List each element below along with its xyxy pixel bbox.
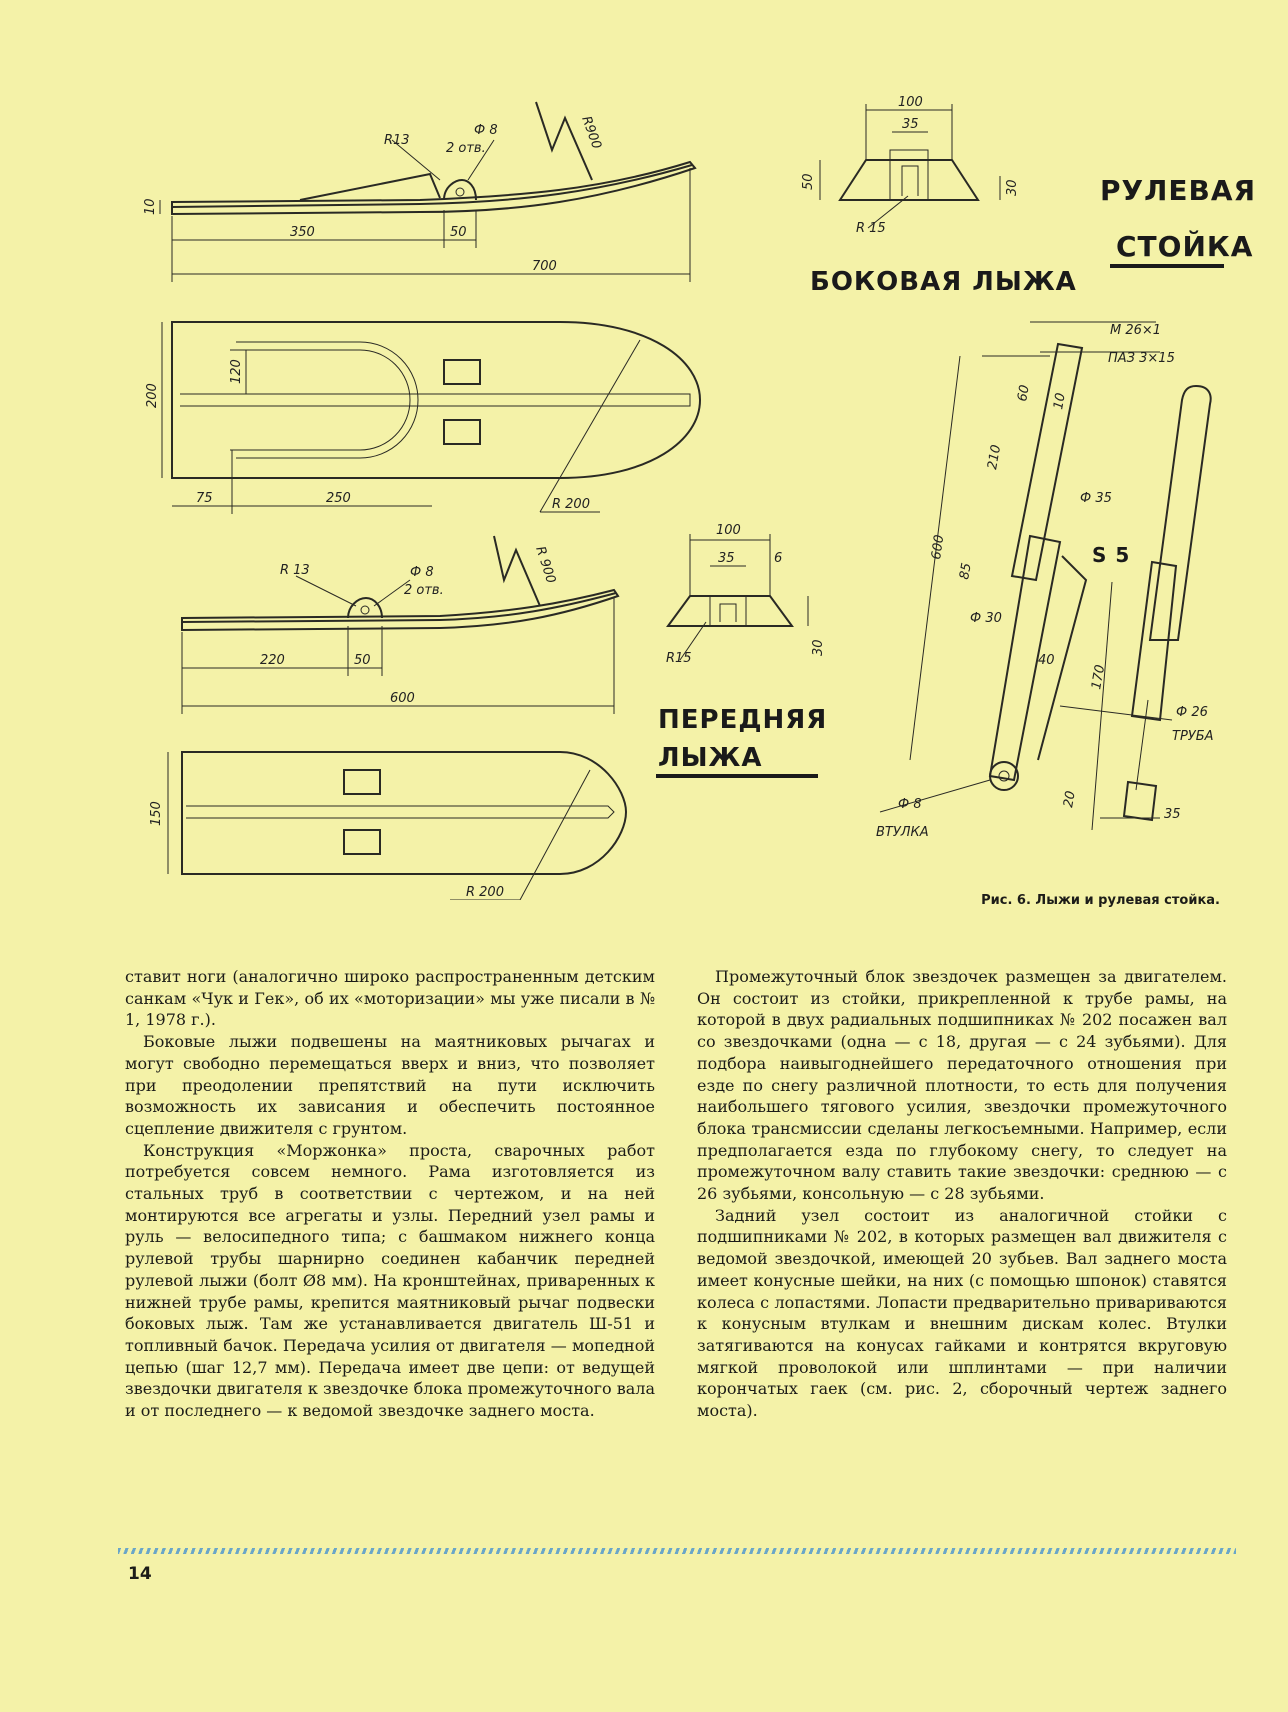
svg-text:100: 100	[898, 95, 923, 110]
front-ski-section-labels: 100 35 6 30 R15	[666, 523, 826, 666]
front-ski-plan-labels: 150 R 200	[149, 801, 504, 900]
svg-text:85: 85	[957, 562, 975, 581]
steering-post-drawing	[879, 321, 1212, 831]
svg-text:R900: R900	[578, 114, 604, 151]
svg-text:210: 210	[985, 444, 1004, 471]
side-ski-profile	[159, 101, 697, 282]
svg-text:35: 35	[1164, 807, 1181, 822]
steering-post-labels: М 26×1 ПАЗ 3×15 60 10 210 Ф 35 600 85 S …	[876, 323, 1214, 840]
svg-text:R 900: R 900	[532, 545, 558, 586]
svg-text:2 отв.: 2 отв.	[404, 583, 444, 598]
paragraph: Промежуточный блок звездочек размещен за…	[697, 967, 1227, 1204]
svg-text:50: 50	[801, 173, 816, 190]
svg-text:120: 120	[229, 359, 244, 384]
front-ski-profile	[181, 535, 620, 714]
front-ski-title-line2: ЛЫЖА	[658, 743, 762, 773]
front-ski-section	[666, 534, 809, 661]
front-ski-profile-labels: R 13 Ф 8 2 отв. R 900 220 50 600	[260, 545, 558, 706]
steering-post-title-line2: СТОЙКА	[1116, 229, 1253, 263]
svg-text:Ф 8: Ф 8	[410, 565, 434, 580]
svg-text:ВТУЛКА: ВТУЛКА	[876, 825, 929, 840]
svg-text:ПАЗ 3×15: ПАЗ 3×15	[1108, 351, 1175, 366]
svg-text:Ф 8: Ф 8	[898, 797, 922, 812]
svg-text:20: 20	[1061, 790, 1079, 809]
svg-text:R13: R13	[384, 133, 410, 148]
text-column-right: Промежуточный блок звездочек размещен за…	[697, 966, 1227, 1422]
svg-text:600: 600	[929, 534, 947, 561]
paragraph: Боковые лыжи подвешены на маятниковых ры…	[125, 1032, 655, 1138]
svg-text:50: 50	[450, 225, 467, 240]
front-ski-plan	[167, 751, 628, 900]
svg-text:150: 150	[149, 801, 164, 826]
svg-text:М 26×1: М 26×1	[1110, 323, 1161, 338]
svg-text:35: 35	[718, 551, 735, 566]
svg-text:40: 40	[1038, 653, 1055, 668]
technical-drawings: R13 Ф 8 2 отв. R900 10 350 50 700 200 12…	[143, 95, 1256, 900]
svg-text:R 15: R 15	[856, 221, 886, 236]
text-column-left: ставит ноги (аналогично широко распростр…	[125, 966, 655, 1422]
side-ski-section	[819, 104, 1001, 229]
svg-text:100: 100	[716, 523, 741, 538]
svg-text:350: 350	[290, 225, 315, 240]
svg-text:R15: R15	[666, 651, 692, 666]
svg-text:250: 250	[326, 491, 351, 506]
svg-text:Ф 26: Ф 26	[1176, 705, 1208, 720]
svg-text:Ф 30: Ф 30	[970, 611, 1002, 626]
side-ski-plan	[161, 321, 702, 514]
svg-text:200: 200	[145, 383, 160, 408]
svg-text:170: 170	[1089, 664, 1108, 691]
svg-text:220: 220	[260, 653, 285, 668]
svg-text:60: 60	[1015, 384, 1033, 403]
svg-text:700: 700	[532, 259, 557, 274]
svg-text:2 отв.: 2 отв.	[446, 141, 486, 156]
svg-text:ТРУБА: ТРУБА	[1172, 729, 1214, 744]
paragraph: ставит ноги (аналогично широко распростр…	[125, 967, 655, 1030]
steering-post-title-line1: РУЛЕВАЯ	[1100, 174, 1256, 207]
decorative-rule	[118, 1548, 1236, 1554]
svg-text:R 200: R 200	[466, 885, 504, 900]
figure-caption: Рис. 6. Лыжи и рулевая стойка.	[981, 893, 1220, 908]
svg-text:S 5: S 5	[1092, 543, 1130, 567]
side-ski-plan-labels: 200 120 75 250 R 200	[145, 359, 590, 512]
svg-text:10: 10	[1051, 392, 1069, 411]
svg-text:Ф 35: Ф 35	[1080, 491, 1112, 506]
svg-text:Ф 8: Ф 8	[474, 123, 498, 138]
svg-text:75: 75	[196, 491, 213, 506]
svg-text:R 200: R 200	[552, 497, 590, 512]
paragraph: Задний узел состоит из аналогичной стойк…	[697, 1205, 1227, 1421]
svg-text:30: 30	[811, 639, 826, 656]
page-number: 14	[128, 1564, 152, 1584]
svg-text:35: 35	[902, 117, 919, 132]
front-ski-title-line1: ПЕРЕДНЯЯ	[658, 705, 827, 735]
side-ski-title: БОКОВАЯ ЛЫЖА	[810, 267, 1077, 297]
svg-text:6: 6	[774, 551, 782, 566]
svg-text:R 13: R 13	[280, 563, 310, 578]
side-ski-section-labels: 100 35 50 30 R 15	[801, 95, 1020, 236]
svg-text:600: 600	[390, 691, 415, 706]
svg-text:30: 30	[1005, 179, 1020, 196]
paragraph: Конструкция «Моржонка» проста, сварочных…	[125, 1140, 655, 1421]
svg-text:50: 50	[354, 653, 371, 668]
svg-text:10: 10	[143, 198, 158, 215]
side-ski-profile-labels: R13 Ф 8 2 отв. R900 10 350 50 700	[143, 114, 604, 274]
